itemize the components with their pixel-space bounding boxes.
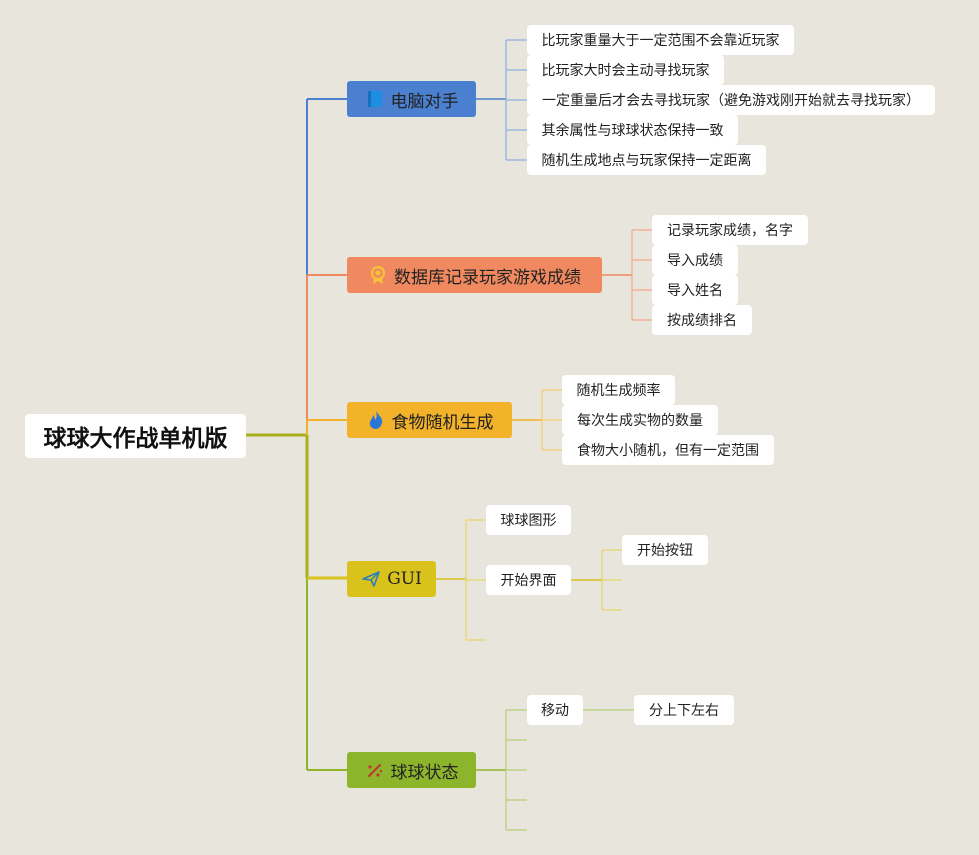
paper-plane-icon: [361, 569, 381, 589]
leaf-item[interactable]: 记录玩家成绩，名字: [652, 215, 808, 245]
branch-food-generation[interactable]: 食物随机生成: [347, 402, 512, 438]
sparkle-icon: [365, 760, 385, 780]
branch-label: 电脑对手: [390, 91, 459, 112]
leaf-item[interactable]: 按成绩排名: [652, 305, 752, 335]
branch-ball-state[interactable]: 球球状态: [347, 752, 476, 788]
leaf-item[interactable]: 开始界面: [486, 565, 571, 595]
leaf-item[interactable]: 导入成绩: [652, 245, 738, 275]
leaf-item[interactable]: 随机生成地点与玩家保持一定距离: [527, 145, 766, 175]
leaf-item[interactable]: 分上下左右: [634, 695, 734, 725]
root-topic[interactable]: 球球大作战单机版: [25, 414, 246, 458]
leaf-item[interactable]: 食物大小随机，但有一定范围: [562, 435, 774, 465]
leaf-item[interactable]: 比玩家重量大于一定范围不会靠近玩家: [527, 25, 794, 55]
branch-computer-opponent[interactable]: 电脑对手: [347, 81, 476, 117]
leaf-item[interactable]: 其余属性与球球状态保持一致: [527, 115, 738, 145]
book-icon: [365, 89, 385, 109]
branch-label: 数据库记录玩家游戏成绩: [394, 267, 581, 288]
leaf-item[interactable]: 移动: [527, 695, 583, 725]
flame-icon: [366, 410, 386, 430]
branch-label: GUI: [387, 569, 422, 589]
leaf-item[interactable]: 导入姓名: [652, 275, 738, 305]
medal-icon: [368, 265, 388, 285]
leaf-item[interactable]: 比玩家大时会主动寻找玩家: [527, 55, 724, 85]
branch-label: 球球状态: [390, 762, 459, 783]
branch-database-scores[interactable]: 数据库记录玩家游戏成绩: [347, 257, 602, 293]
leaf-item[interactable]: 每次生成实物的数量: [562, 405, 718, 435]
leaf-item[interactable]: 球球图形: [486, 505, 571, 535]
branch-gui[interactable]: GUI: [347, 561, 436, 597]
leaf-item[interactable]: 开始按钮: [622, 535, 708, 565]
branch-label: 食物随机生成: [391, 412, 494, 433]
leaf-item[interactable]: 随机生成频率: [562, 375, 675, 405]
leaf-item[interactable]: 一定重量后才会去寻找玩家（避免游戏刚开始就去寻找玩家）: [527, 85, 935, 115]
